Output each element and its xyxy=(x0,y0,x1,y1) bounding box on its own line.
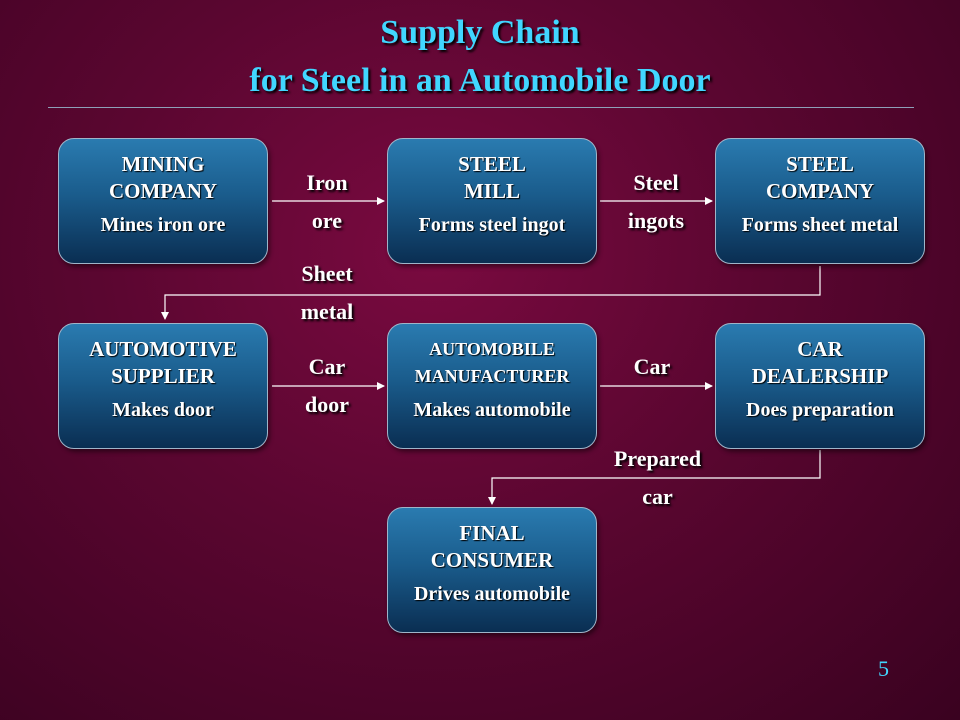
arrow-prepared-car xyxy=(488,450,821,505)
flow-label-prepared-car: Prepared car xyxy=(613,446,702,509)
box-heading: MINING COMPANY xyxy=(108,152,218,203)
box-description: Does preparation xyxy=(746,399,894,421)
box-steel-company: STEEL COMPANY Forms sheet metal xyxy=(715,138,925,264)
flow-label-steel-ingots: Steel ingots xyxy=(627,170,685,233)
box-description: Forms steel ingot xyxy=(418,214,566,236)
box-heading: AUTOMOBILE MANUFACTURER xyxy=(414,339,570,386)
box-car-dealership: CAR DEALERSHIP Does preparation xyxy=(715,323,925,449)
flow-label-car: Car xyxy=(633,354,671,379)
flow-label-iron-ore: Iron ore xyxy=(306,170,348,233)
slide-title-line-1: Supply Chain xyxy=(380,14,580,51)
box-steel-mill: STEEL MILL Forms steel ingot xyxy=(387,138,597,264)
box-description: Drives automobile xyxy=(413,583,571,605)
flow-label-sheet-metal: Sheet metal xyxy=(300,261,354,324)
box-description: Makes door xyxy=(112,399,214,421)
flow-label-car-door: Car door xyxy=(305,354,349,417)
box-mining-company: MINING COMPANY Mines iron ore xyxy=(58,138,268,264)
box-heading: CAR DEALERSHIP xyxy=(751,337,889,388)
arrow-sheet-metal xyxy=(161,266,821,320)
box-heading: AUTOMOTIVE SUPPLIER xyxy=(89,337,237,388)
box-heading: STEEL MILL xyxy=(458,152,526,203)
box-description: Makes automobile xyxy=(413,399,571,421)
page-number: 5 xyxy=(878,656,889,681)
title-divider xyxy=(48,107,914,108)
box-heading: STEEL COMPANY xyxy=(765,152,875,203)
box-final-consumer: FINAL CONSUMER Drives automobile xyxy=(387,507,597,633)
slide-title-line-2: for Steel in an Automobile Door xyxy=(249,62,711,99)
box-automobile-manufacturer: AUTOMOBILE MANUFACTURER Makes automobile xyxy=(387,323,597,449)
box-description: Mines iron ore xyxy=(100,214,226,236)
box-description: Forms sheet metal xyxy=(741,214,899,236)
box-heading: FINAL CONSUMER xyxy=(430,521,554,572)
box-automotive-supplier: AUTOMOTIVE SUPPLIER Makes door xyxy=(58,323,268,449)
